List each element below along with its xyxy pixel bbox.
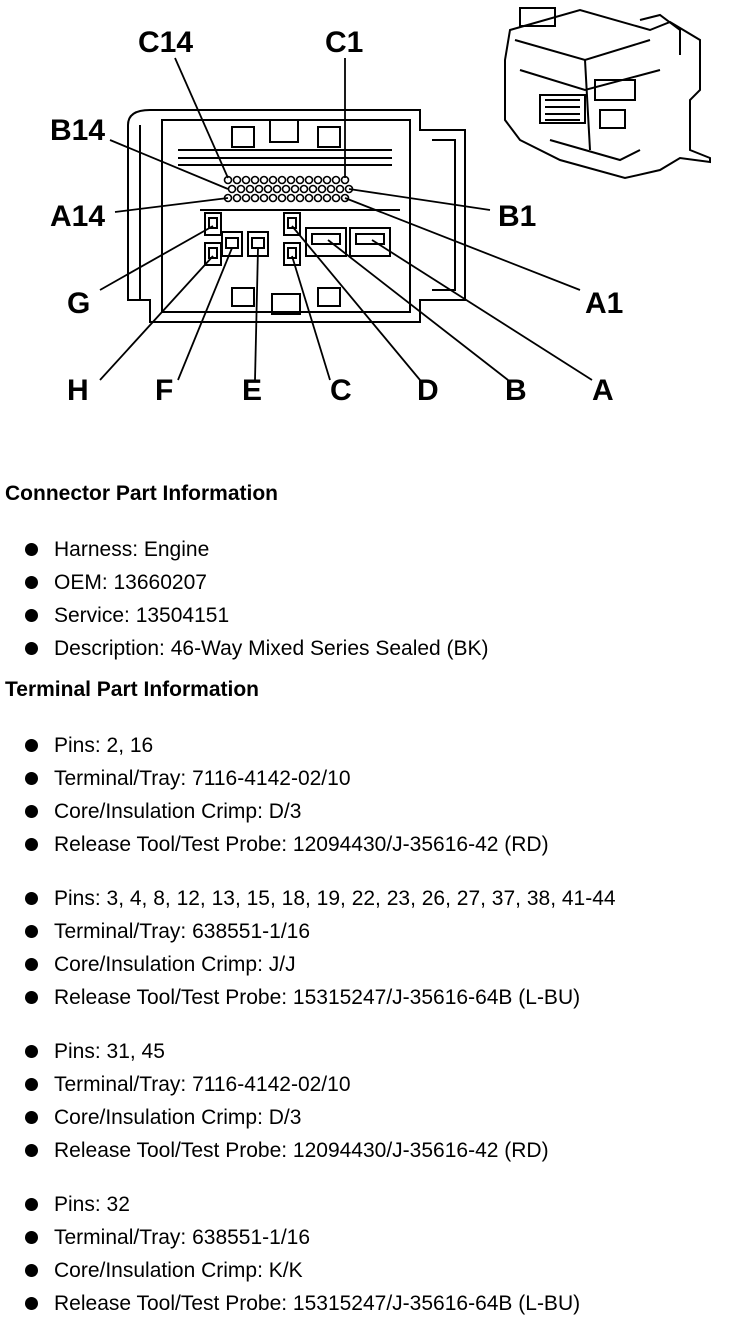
- terminal-tray: Terminal/Tray: 638551-1/16: [0, 915, 616, 948]
- connector-diagram: C14 C1 B14 A14 B1 A1 G H F E C D B A: [50, 7, 711, 407]
- connector-part-info-title: Connector Part Information: [5, 482, 279, 505]
- label-c: C: [330, 374, 352, 407]
- label-g: G: [67, 287, 90, 320]
- connector-oem: OEM: 13660207: [0, 566, 489, 599]
- label-c1: C1: [325, 26, 363, 59]
- terminal-crimp: Core/Insulation Crimp: D/3: [0, 795, 549, 828]
- terminal-part-info-title: Terminal Part Information: [5, 678, 259, 701]
- label-b14: B14: [50, 114, 105, 147]
- leader-lines: [99, 57, 593, 381]
- label-h: H: [67, 374, 89, 407]
- label-c14: C14: [138, 26, 193, 59]
- terminal-crimp: Core/Insulation Crimp: D/3: [0, 1101, 549, 1134]
- connector-face: [127, 109, 466, 323]
- terminal-group-1: Pins: 2, 16 Terminal/Tray: 7116-4142-02/…: [0, 729, 549, 861]
- terminal-group-2: Pins: 3, 4, 8, 12, 13, 15, 18, 19, 22, 2…: [0, 882, 616, 1014]
- terminal-tray: Terminal/Tray: 638551-1/16: [0, 1221, 580, 1254]
- terminal-crimp: Core/Insulation Crimp: K/K: [0, 1254, 580, 1287]
- connector-info-list: Harness: Engine OEM: 13660207 Service: 1…: [0, 533, 489, 665]
- label-a: A: [592, 374, 614, 407]
- connector-3d-view: [504, 7, 711, 180]
- label-b: B: [505, 374, 527, 407]
- terminal-release-tool: Release Tool/Test Probe: 12094430/J-3561…: [0, 1134, 549, 1167]
- terminal-tray: Terminal/Tray: 7116-4142-02/10: [0, 1068, 549, 1101]
- label-b1: B1: [498, 200, 536, 233]
- connector-description: Description: 46-Way Mixed Series Sealed …: [0, 632, 489, 665]
- connector-service: Service: 13504151: [0, 599, 489, 632]
- terminal-tray: Terminal/Tray: 7116-4142-02/10: [0, 762, 549, 795]
- terminal-pins: Pins: 2, 16: [0, 729, 549, 762]
- terminal-pins: Pins: 32: [0, 1188, 580, 1221]
- label-e: E: [242, 374, 262, 407]
- terminal-release-tool: Release Tool/Test Probe: 15315247/J-3561…: [0, 981, 616, 1014]
- label-f: F: [155, 374, 173, 407]
- terminal-pins: Pins: 31, 45: [0, 1035, 549, 1068]
- terminal-group-4: Pins: 32 Terminal/Tray: 638551-1/16 Core…: [0, 1188, 580, 1320]
- connector-harness: Harness: Engine: [0, 533, 489, 566]
- label-a1: A1: [585, 287, 623, 320]
- label-a14: A14: [50, 200, 105, 233]
- terminal-group-3: Pins: 31, 45 Terminal/Tray: 7116-4142-02…: [0, 1035, 549, 1167]
- terminal-release-tool: Release Tool/Test Probe: 15315247/J-3561…: [0, 1287, 580, 1320]
- terminal-release-tool: Release Tool/Test Probe: 12094430/J-3561…: [0, 828, 549, 861]
- terminal-pins: Pins: 3, 4, 8, 12, 13, 15, 18, 19, 22, 2…: [0, 882, 616, 915]
- terminal-crimp: Core/Insulation Crimp: J/J: [0, 948, 616, 981]
- label-d: D: [417, 374, 439, 407]
